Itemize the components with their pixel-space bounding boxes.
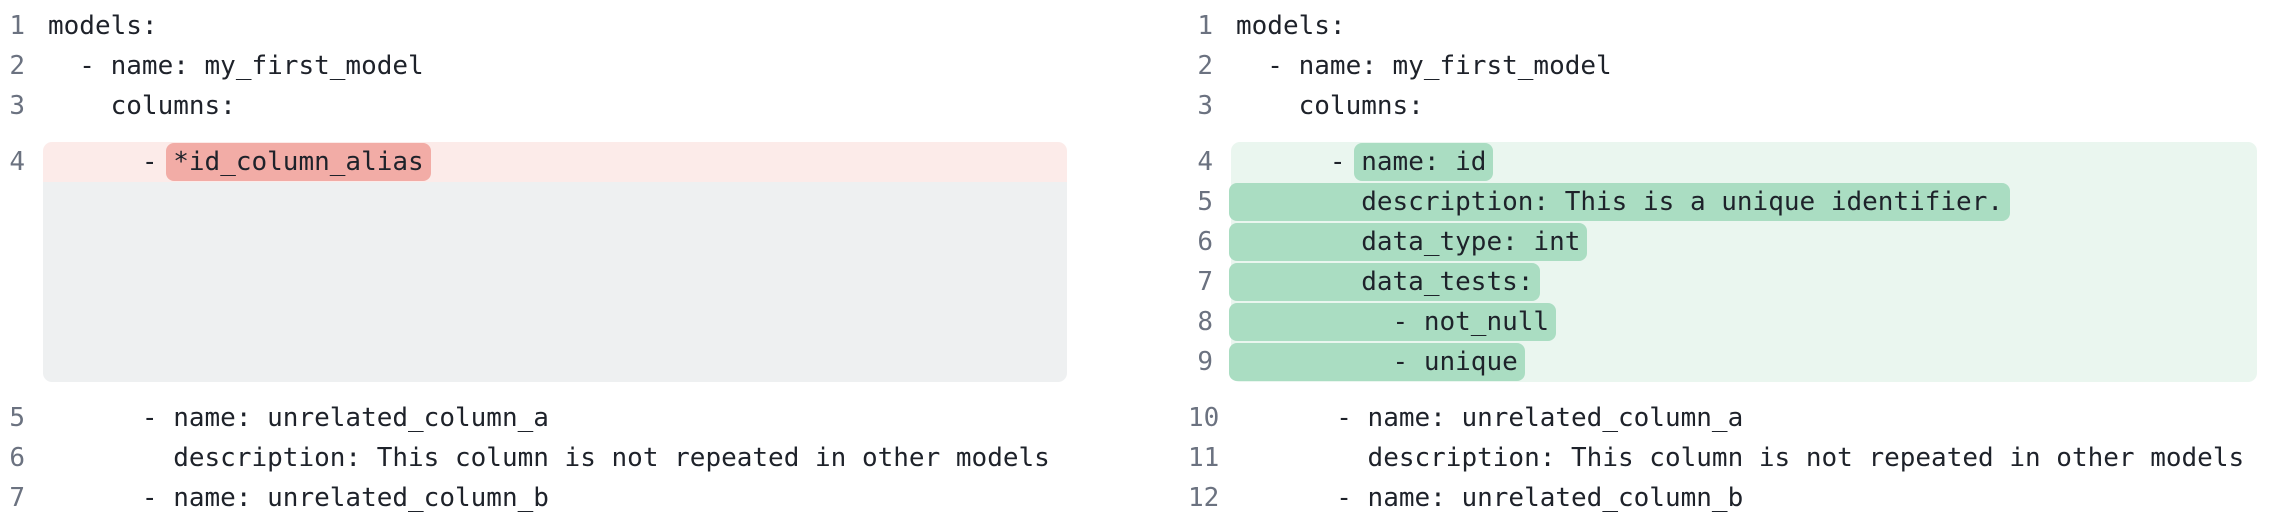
code-text: description: This column is not repeated… (1242, 443, 2245, 473)
code-line: 4 - name: id (1188, 142, 2278, 182)
code-text: description: This is a unique identifier… (1229, 182, 2257, 222)
code-text: data_type: int (1229, 222, 2257, 262)
code-text: - name: id (1231, 142, 2257, 182)
code-text: - name: my_first_model (48, 51, 424, 81)
added-token: description: This is a unique identifier… (1229, 183, 2011, 221)
line-number: 5 (1197, 187, 1213, 217)
line-number: 4 (1197, 147, 1213, 177)
line-number: 10 (1188, 403, 1220, 433)
block-gap (0, 382, 1188, 398)
code-line: 2 - name: my_first_model (1188, 46, 2278, 86)
line-number: 2 (9, 51, 25, 81)
line-number: 4 (9, 147, 25, 177)
code-text: - name: unrelated_column_a (1242, 403, 1744, 433)
code-line: 5 description: This is a unique identifi… (1188, 182, 2278, 222)
line-number: 1 (1197, 11, 1213, 41)
line-number: 7 (9, 483, 25, 513)
code-line: 6 data_type: int (1188, 222, 2278, 262)
code-line: 9 - unique (1188, 342, 2278, 382)
code-line: 6 description: This column is not repeat… (0, 438, 1188, 478)
code-line: 11 description: This column is not repea… (1188, 438, 2278, 478)
line-number: 11 (1188, 443, 1220, 473)
code-line: 7 - name: unrelated_column_b (0, 478, 1188, 518)
code-text: - not_null (1229, 302, 2257, 342)
code-text: - *id_column_alias (43, 142, 1067, 182)
collapsed-lines-placeholder (0, 182, 1188, 382)
code-line: 4 - *id_column_alias (0, 142, 1188, 182)
removed-token: *id_column_alias (166, 143, 431, 181)
line-number: 5 (9, 403, 25, 433)
code-line: 3 columns: (0, 86, 1188, 126)
line-number: 6 (1197, 227, 1213, 257)
line-number: 3 (9, 91, 25, 121)
added-token: data_tests: (1229, 263, 1541, 301)
code-text: columns: (1236, 91, 1424, 121)
code-line: 1 models: (1188, 6, 2278, 46)
code-text: data_tests: (1229, 262, 2257, 302)
code-text: description: This column is not repeated… (48, 443, 1050, 473)
code-line: 10 - name: unrelated_column_a (1188, 398, 2278, 438)
added-token: data_type: int (1229, 223, 1588, 261)
placeholder-block (43, 182, 1067, 382)
block-gap (1188, 126, 2278, 142)
code-line: 7 data_tests: (1188, 262, 2278, 302)
added-token: - unique (1229, 343, 1525, 381)
added-token: name: id (1354, 143, 1494, 181)
code-line: 5 - name: unrelated_column_a (0, 398, 1188, 438)
line-number: 2 (1197, 51, 1213, 81)
code-text: columns: (48, 91, 236, 121)
code-line: 1 models: (0, 6, 1188, 46)
code-line: 3 columns: (1188, 86, 2278, 126)
code-line: 12 - name: unrelated_column_b (1188, 478, 2278, 518)
code-text: models: (1236, 11, 1346, 41)
block-gap (1188, 382, 2278, 398)
line-number (0, 182, 25, 382)
line-number: 3 (1197, 91, 1213, 121)
code-text: - unique (1229, 342, 2257, 382)
line-number: 1 (9, 11, 25, 41)
line-number: 6 (9, 443, 25, 473)
line-number: 9 (1197, 347, 1213, 377)
line-number: 12 (1188, 483, 1220, 513)
code-line: 2 - name: my_first_model (0, 46, 1188, 86)
line-number: 7 (1197, 267, 1213, 297)
code-text: - name: unrelated_column_b (48, 483, 549, 513)
code-text: models: (48, 11, 158, 41)
line-number: 8 (1197, 307, 1213, 337)
block-gap (0, 126, 1188, 142)
code-text: - name: my_first_model (1236, 51, 1612, 81)
code-text: - name: unrelated_column_a (48, 403, 549, 433)
code-line: 8 - not_null (1188, 302, 2278, 342)
added-token: - not_null (1229, 303, 1557, 341)
code-text: - name: unrelated_column_b (1242, 483, 1744, 513)
